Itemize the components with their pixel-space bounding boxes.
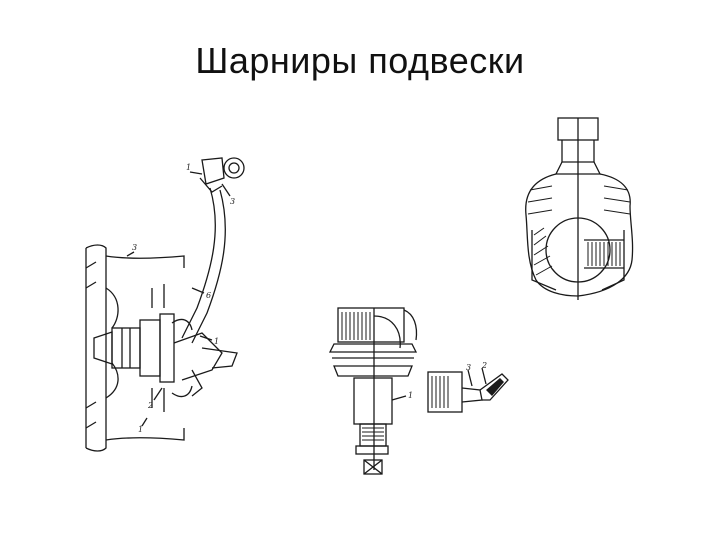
seal-detail-figure: 3 2 [420,360,520,420]
ball-joint-small-figure: 1 [322,300,422,485]
suspension-assembly-figure: 1 3 3 6 1 2 1 [72,148,272,470]
seal-detail-drawing-icon: 3 2 [427,361,509,413]
callout-label: 3 [466,363,471,372]
ball-joint-large-figure [512,110,642,310]
callout-label: 6 [206,291,211,300]
callout-label: 3 [132,243,137,252]
callout-label: 1 [186,163,191,172]
slide-title: Шарниры подвески [195,40,525,81]
callout-label: 1 [138,425,143,434]
callout-label: 1 [214,337,219,346]
callout-label: 1 [408,391,413,400]
callout-label: 2 [481,361,487,370]
callout-label: 3 [230,197,235,206]
callout-label: 2 [147,401,153,410]
ball-joint-cross-section-drawing-icon [525,117,634,300]
ball-joint-with-boot-drawing-icon: 1 [328,307,418,475]
front-suspension-drawing-icon: 1 3 3 6 1 2 1 [85,157,245,452]
